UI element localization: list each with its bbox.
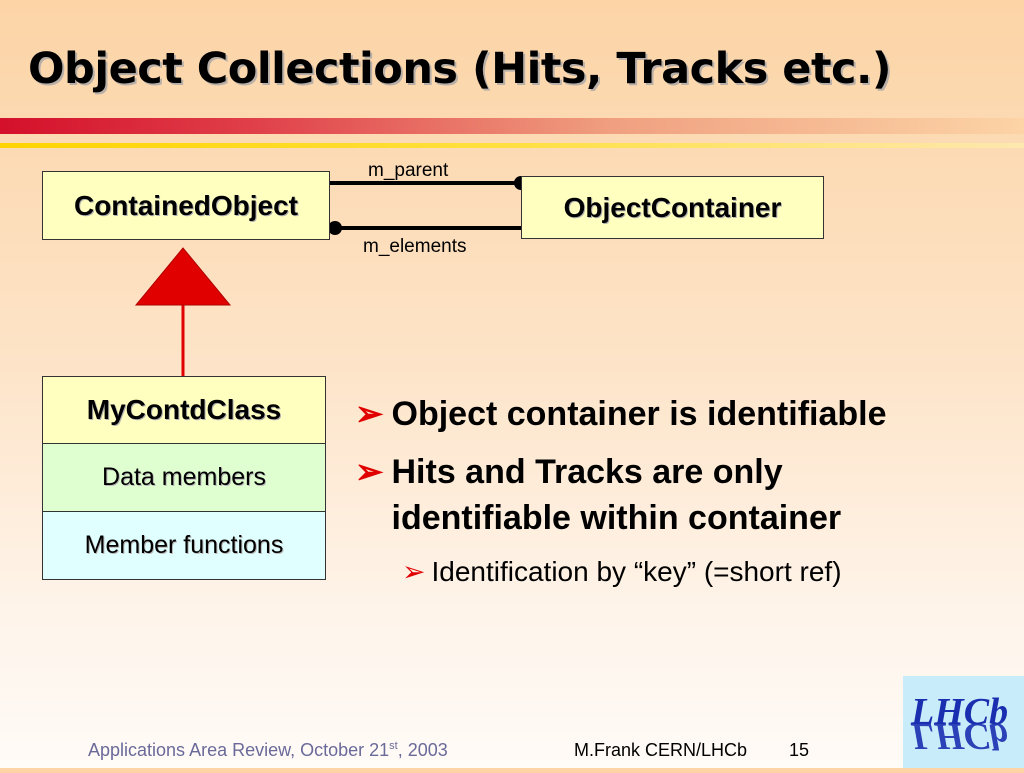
bullet-text-line: identifiable within container	[391, 499, 842, 537]
sub-bullet-arrow-icon: ➢	[402, 556, 426, 587]
svg-text:LHCb: LHCb	[910, 715, 1008, 757]
bullet-item: ➢ Hits and Tracks are only identifiable …	[355, 449, 841, 541]
footer-event: Applications Area Review, October 21st, …	[88, 740, 448, 760]
m-elements-end-dot	[328, 221, 342, 235]
bullet-arrow-icon: ➢	[355, 453, 384, 491]
sub-bullet-item: ➢ Identification by “key” (=short ref)	[402, 555, 842, 589]
slide-title: Object Collections (Hits, Tracks etc.)	[28, 44, 892, 94]
bullet-text: Hits and Tracks are only identifiable wi…	[392, 449, 842, 541]
object-container-class: ObjectContainer	[521, 176, 824, 239]
data-members-label: Data members	[102, 463, 266, 491]
bullet-text: Object container is identifiable	[391, 395, 887, 433]
m-elements-label: m_elements	[363, 236, 467, 257]
svg-text:LHCb: LHCb	[910, 691, 1008, 733]
sub-bullet-text: Identification by “key” (=short ref)	[431, 556, 842, 587]
contained-object-class: ContainedObject	[42, 171, 330, 240]
bullet-text-line: Hits and Tracks are only	[391, 453, 783, 491]
my-contd-class-header: MyContdClass	[42, 376, 326, 444]
title-underline-yellow	[0, 143, 1024, 148]
contained-object-label: ContainedObject	[73, 189, 298, 221]
my-contd-class-label: MyContdClass	[86, 394, 282, 425]
footer-author: M.Frank CERN/LHCb	[574, 740, 748, 760]
inheritance-triangle	[134, 247, 232, 306]
lhcb-logo: LHCb LHCb	[903, 676, 1024, 768]
bullet-item: ➢ Object container is identifiable	[355, 391, 887, 437]
member-functions-compartment: Member functions	[42, 511, 326, 580]
title-underline-red	[0, 118, 1024, 134]
footer-page-number: 15	[789, 740, 810, 760]
data-members-compartment: Data members	[42, 443, 326, 512]
bullet-arrow-icon: ➢	[355, 395, 384, 433]
lhcb-logo-icon: LHCb LHCb	[903, 676, 1024, 768]
member-functions-label: Member functions	[84, 531, 284, 559]
m-parent-label: m_parent	[368, 160, 449, 181]
object-container-label: ObjectContainer	[563, 191, 782, 223]
